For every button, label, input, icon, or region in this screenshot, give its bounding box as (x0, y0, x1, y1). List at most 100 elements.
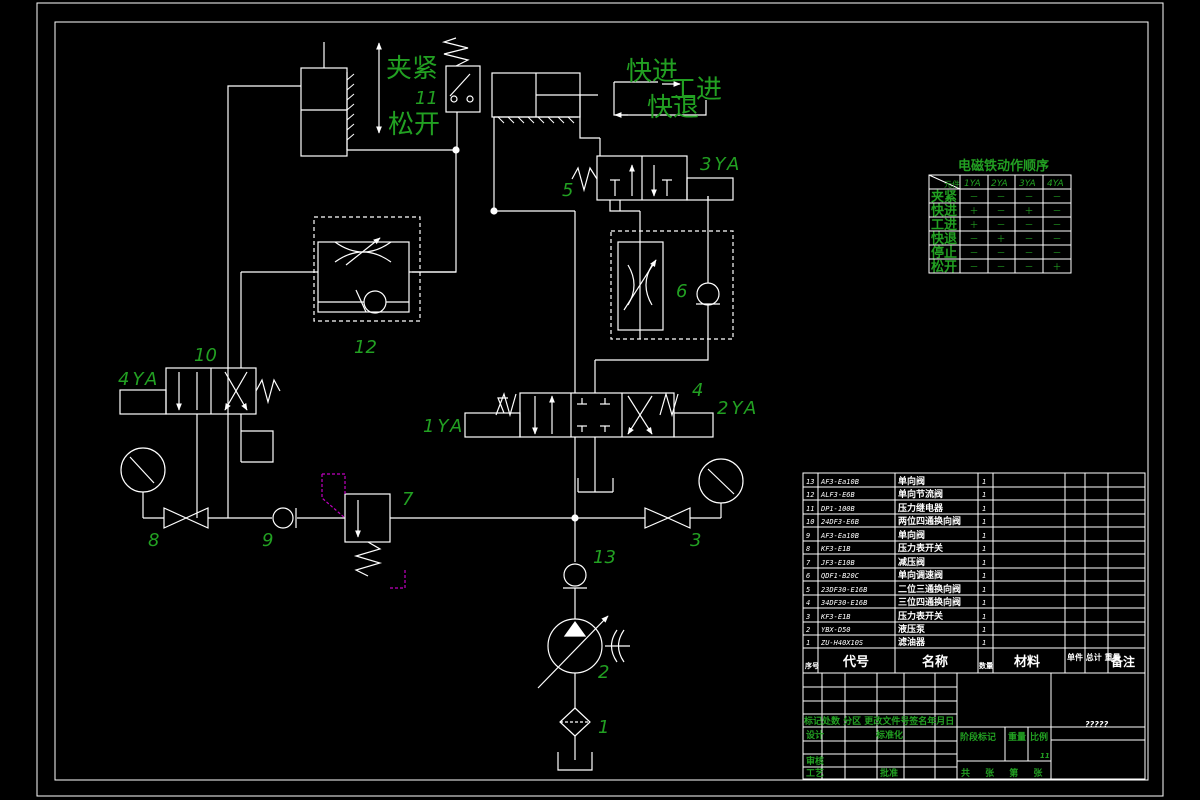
parts-header-name: 名称 (922, 654, 948, 670)
parts-row-name: 单向阀 (898, 475, 925, 487)
solenoid-header-3: 3YA (1019, 179, 1036, 189)
coil-4ya-label: 4YA (118, 369, 160, 390)
parts-row-qty: 1 (982, 518, 986, 526)
clamp-cylinder (300, 67, 348, 157)
parts-row-no: 13 (806, 478, 814, 486)
pilot-line (321, 474, 346, 519)
parts-row-code: ALF3-E6B (820, 491, 855, 499)
check-valve-9 (272, 507, 294, 529)
solenoid-cell: ＋ (969, 206, 978, 217)
parts-row-qty: 1 (982, 559, 986, 567)
title-block-stage: 阶段标记 (960, 731, 996, 743)
parts-row-name: 压力表开关 (898, 610, 943, 622)
parts-row-name: 三位四通换向阀 (898, 596, 961, 608)
parts-row-no: 2 (806, 626, 810, 634)
parts-header-remark: 备注 (1110, 654, 1135, 669)
solenoid-row-action: 停止 (931, 245, 957, 261)
title-block-design: 设计 (806, 729, 824, 741)
solenoid-cell: － (996, 221, 1005, 231)
solenoid-cell: － (1024, 263, 1033, 273)
parts-row-name: 两位四通换向阀 (898, 515, 961, 527)
title-block-standardize: 标准化 (875, 729, 903, 741)
parts-row-code: JF3-E10B (820, 559, 855, 567)
parts-row-code: YBX-D50 (821, 626, 851, 634)
parts-row-qty: 1 (982, 599, 986, 607)
component-number-1: 1 (598, 717, 609, 738)
solenoid-cell: ＋ (996, 234, 1005, 245)
gauge-switch-3 (644, 507, 670, 529)
solenoid-cell: － (1024, 249, 1033, 259)
solenoid-cell: － (996, 207, 1005, 217)
component-number-5: 5 (562, 180, 573, 201)
coil-3ya-label: 3YA (700, 154, 742, 175)
solenoid-header-2: 2YA (991, 179, 1008, 189)
title-block-approve: 批准 (880, 767, 898, 779)
parts-row-code: KF3-E1B (820, 613, 851, 621)
parts-row-name: 压力表开关 (898, 542, 943, 554)
title-block-review: 审核 (806, 755, 824, 767)
label-clamp: 夹紧 (386, 54, 438, 84)
solenoid-header-4: 4YA (1047, 179, 1064, 189)
parts-row-no: 10 (806, 518, 814, 526)
parts-row-code: 24DF3-E6B (821, 518, 859, 526)
parts-row-code: AF3-Ea10B (820, 478, 859, 486)
solenoid-cell: ＋ (969, 220, 978, 231)
solenoid-cell: － (1024, 193, 1033, 203)
solenoid-cell: － (1052, 235, 1061, 245)
gauge-switch-8 (163, 507, 188, 529)
parts-row-code: 34DF30-E16B (820, 599, 867, 607)
solenoid-cell: － (1052, 249, 1061, 259)
pressure-gauge-left (120, 447, 166, 493)
parts-row-no: 5 (806, 586, 810, 594)
solenoid-table-corner: 元件 (944, 179, 960, 189)
component-number-2: 2 (598, 662, 609, 683)
parts-row-no: 6 (806, 572, 810, 580)
directional-valve-4 (519, 392, 675, 438)
label-fast-return: 快退 (647, 93, 699, 123)
component-number-4: 4 (692, 380, 703, 401)
solenoid-cell: － (1024, 235, 1033, 245)
parts-list-table: 13 AF3-Ea10B 12 ALF3-E6B 11 DP1-100B 10 … (802, 472, 1146, 780)
solenoid-cell: － (1052, 193, 1061, 203)
parts-row-name: 减压阀 (898, 556, 925, 568)
solenoid-row-action: 快进 (931, 203, 957, 219)
parts-row-no: 12 (806, 491, 814, 499)
parts-row-no: 1 (806, 639, 810, 647)
parts-row-no: 9 (806, 532, 810, 540)
solenoid-cell: － (1024, 221, 1033, 231)
parts-row-qty: 1 (982, 478, 986, 486)
parts-row-name: 液压泵 (898, 623, 926, 635)
throttle-check-valve-12 (313, 216, 421, 322)
label-work-feed: 工进 (670, 75, 722, 105)
outer-frame (36, 2, 1164, 797)
solenoid-table-title: 电磁铁动作顺序 (958, 158, 1049, 174)
title-block-weight: 重量 (1008, 731, 1026, 743)
component-number-9: 9 (262, 530, 273, 551)
component-number-12: 12 (354, 337, 377, 358)
solenoid-row-action: 工进 (931, 218, 957, 233)
parts-row-qty: 1 (982, 545, 986, 553)
parts-row-qty: 1 (982, 572, 986, 580)
solenoid-sequence-table: 电磁铁动作顺序 元件 1YA 2YA 3YA 4YA 夹紧 快进 工进 快退 (928, 158, 1072, 275)
parts-row-code: ZU-H40X10S (820, 639, 863, 647)
parts-row-qty: 1 (982, 491, 986, 499)
component-number-7: 7 (402, 489, 414, 510)
parts-row-qty: 1 (982, 586, 986, 594)
parts-row-qty: 1 (982, 532, 986, 540)
parts-row-qty: 1 (982, 626, 986, 634)
parts-row-no: 4 (806, 599, 810, 607)
coil-1ya-label: 1YA (423, 416, 465, 437)
solenoid-cell: － (996, 249, 1005, 259)
check-valve-13 (563, 563, 587, 587)
parts-row-no: 11 (806, 505, 814, 513)
component-number-11: 11 (415, 88, 438, 109)
solenoid-row-action: 夹紧 (931, 189, 957, 205)
parts-row-name: 单向阀 (898, 529, 925, 541)
circuit-lines (119, 37, 744, 771)
parts-row-name: 滤油器 (898, 636, 926, 648)
reducing-valve-7 (344, 493, 391, 543)
parts-row-code: KF3-E1B (820, 545, 851, 553)
parts-row-code: QDF1-B20C (821, 572, 860, 580)
label-release: 松开 (388, 110, 440, 140)
